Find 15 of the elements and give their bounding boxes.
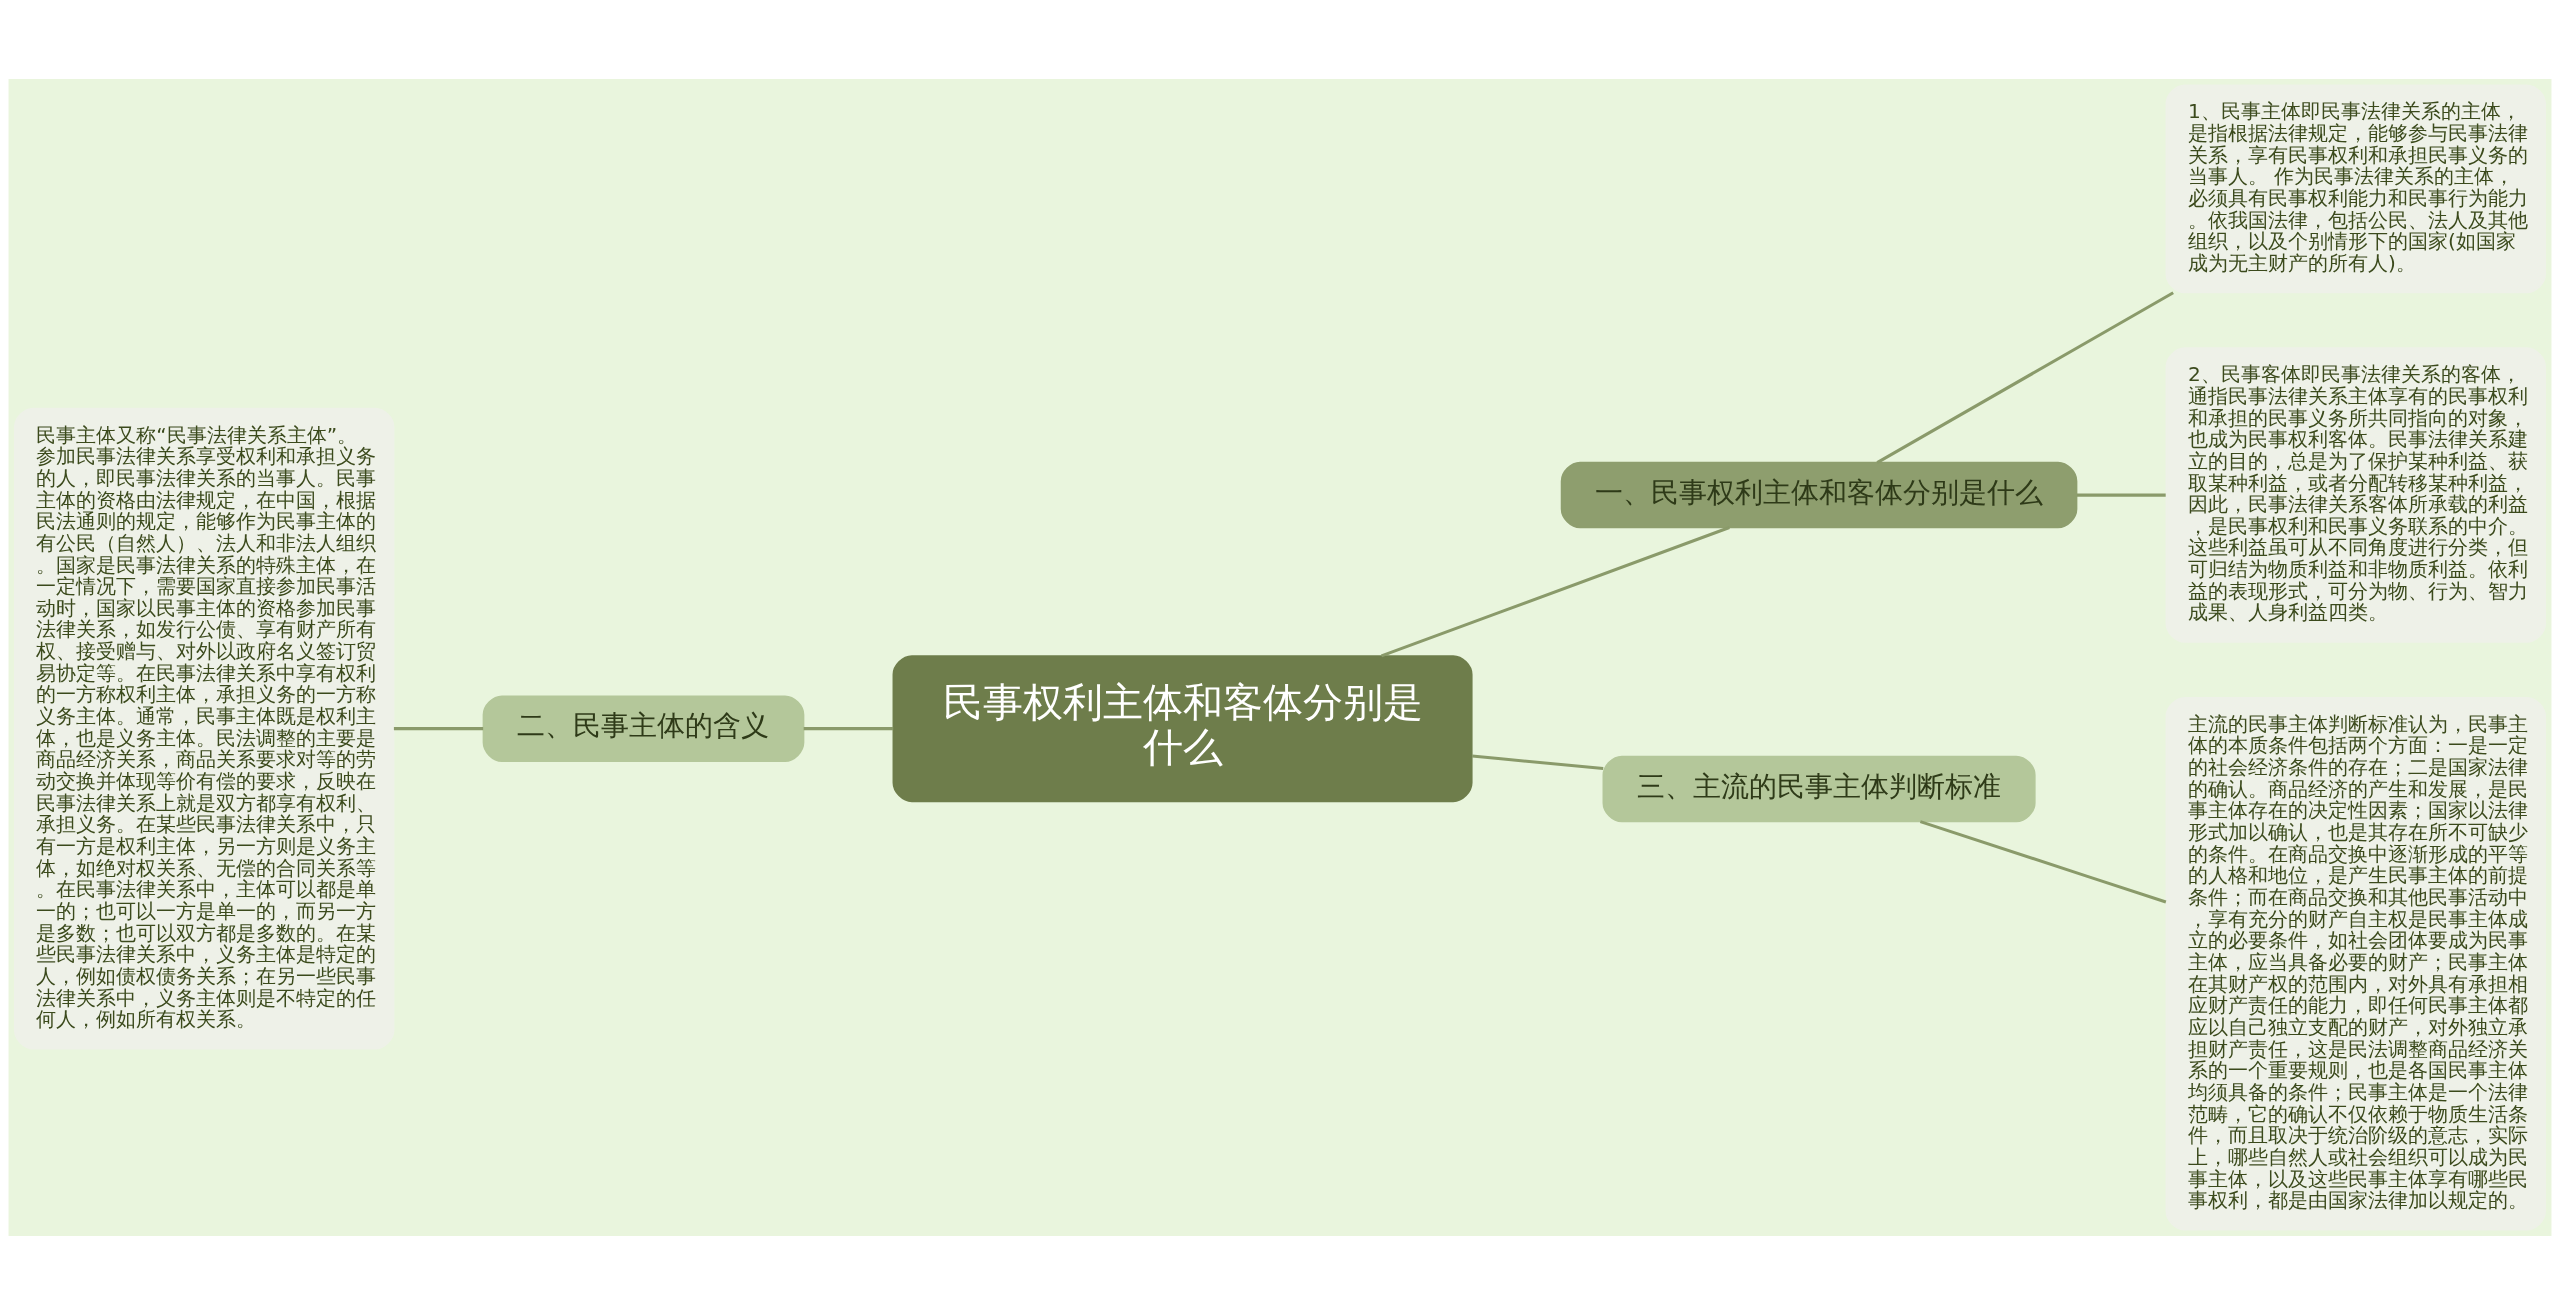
node-box: 民事主体又称“民事法律关系主体”。参加民事法律关系享受权利和承担义务的人，即民事法律关系的当事人。民事主体的资格由法律规定，在中国，根据民法通则的规定，能够作为民事主体的有公民（自然人）、法人和非法人组织。国家是民事法律关系的特殊主体，在一定情况下，需要国家直接参加民事活动时，国家以民事主体的资格参加民事法律关系，如发行公债、享有财产所有权、接受赠与、对外以政府名义签订贸易协定等。在民事法律关系中享有权利的一方称权利主体，承担义务的一方称义务主体。通常，民事主体既是权利主体，也是义务主体。民法调整的主要是商品经济关系，商品关系要求对等的劳动交换并体现等价有偿的要求，反映在民事法律关系上就是双方都享有权利、承担义务。在某些民事法律关系中，只有一方是权利主体，另一方则是义务主体，如绝对权关系、无偿的合同关系等。在民事法律关系中，主体可以都是单一的；也可以一方是单一的，而另一方是多数；也可以双方都是多数的。在某些民事法律关系中，义务主体是特定的人，例如债权债务关系；在另一些民事法律关系中，义务主体则是不特定的任何人，例如所有权关系。 (13, 407, 395, 1050)
node-box: 1、民事主体即民事法律关系的主体，是指根据法律规定，能够参与民事法律关系，享有民事权利和承担民事义务的当事人。 作为民事法律关系的主体，必须具有民事权利能力和民事行为能力。依我国法律，包括公民、法人及其他组织，以及个别情形下的国家(如国家成为无主财产的所有人)。 (2165, 83, 2547, 293)
connector (1380, 525, 1730, 657)
connector (803, 726, 894, 730)
node-box: 主流的民事主体判断标准认为，民事主体的本质条件包括两个方面：一是一定的社会经济条件的存在；二是国家法律的确认。商品经济的产生和发展，是民事主体存在的决定性因素；国家以法律形式加以确认，也是其存在所不可缺少的条件。在商品交换中逐渐形成的平等的人格和地位，是产生民事主体的前提条件；而在商品交换和其他民事活动中，享有充分的财产自主权是民事主体成立的必要条件，如社会团体要成为民事主体，应当具备必要的财产；民事主体在其财产权的范围内，对外具有承担相应财产责任的能力，即任何民事主体都应以自己独立支配的财产，对外独立承担财产责任，这是民法调整商品经济关系的一个重要规则，也是各国民事主体均须具备的条件；民事主体是一个法律范畴，它的确认不仅依赖于物质生活条件，而且取决于统治阶级的意志，实际上，哪些自然人或社会组织可以成为民事主体，以及这些民事主体享有哪些民事权利，都是由国家法律加以规定的。 (2165, 696, 2547, 1231)
node-box: 2、民事客体即民事法律关系的客体，通指民事法律关系主体享有的民事权利和承担的民事义务所共同指向的对象，也成为民事权利客体。民事法律关系建立的目的，总是为了保护某种利益、获取某种利益，或者分配转移某种利益，因此，民事法律关系客体所承载的利益，是民事权利和民事义务联系的中介。这些利益虽可从不同角度进行分类，但可归结为物质利益和非物质利益。依利益的表现形式，可分为物、行为、智力成果、人身利益四类。 (2165, 346, 2547, 643)
connector (1876, 290, 2174, 464)
connector (393, 726, 484, 730)
connector (1919, 819, 2167, 904)
connector (2076, 493, 2166, 497)
node-box: 三、主流的民事主体判断标准 (1602, 755, 2036, 822)
node-box: 二、民事主体的含义 (482, 694, 805, 762)
connector (1471, 754, 1604, 770)
node-box: 民事权利主体和客体分别是什么 (892, 654, 1473, 802)
node-box: 一、民事权利主体和客体分别是什么 (1560, 461, 2078, 528)
